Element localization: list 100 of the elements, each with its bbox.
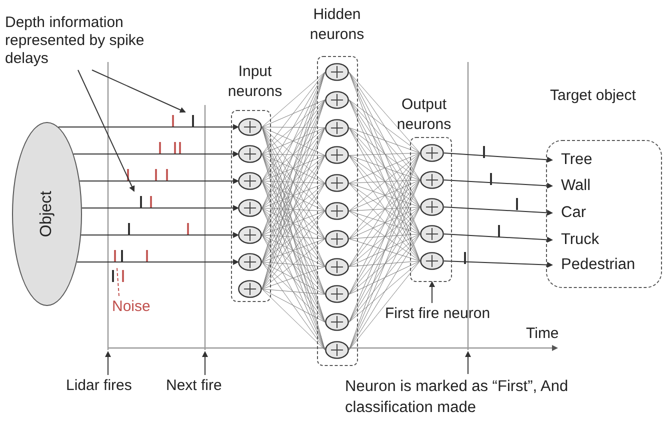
- arrow: [444, 234, 553, 243]
- connection-line: [262, 72, 326, 154]
- connection-line: [348, 210, 420, 262]
- neuron-circle: [325, 118, 349, 137]
- connection-line: [348, 127, 420, 208]
- leader-line: [465, 351, 471, 374]
- arrow: [58, 124, 239, 130]
- class-label: Pedestrian: [552, 255, 652, 275]
- neuron-circle: [325, 202, 349, 220]
- connection-line: [348, 127, 420, 180]
- class-label: Truck: [552, 230, 652, 250]
- connection-line: [348, 260, 420, 350]
- annotation-text: Next fire: [166, 377, 246, 397]
- connection-line: [262, 154, 326, 156]
- connection-line: [348, 206, 420, 350]
- connection-line: [348, 180, 420, 295]
- connection-line: [348, 72, 420, 180]
- connection-line: [348, 238, 420, 262]
- connection-line: [262, 238, 326, 262]
- connection-line: [262, 262, 326, 322]
- connection-line: [348, 152, 420, 295]
- object-label: Object: [38, 190, 56, 238]
- neuron-circle: [325, 313, 349, 332]
- neuron-circle: [238, 172, 262, 190]
- connection-line: [262, 72, 326, 208]
- connection-line: [348, 127, 420, 234]
- class-label: Car: [552, 203, 652, 223]
- connection-line: [262, 234, 326, 267]
- neuron-circle: [325, 90, 349, 109]
- connection-line: [348, 206, 420, 267]
- connection-line: [262, 288, 326, 295]
- connection-line: [262, 208, 326, 322]
- connection-line: [348, 206, 420, 322]
- connection-line: [348, 234, 420, 322]
- neuron-circle: [325, 285, 349, 304]
- neuron-circle: [325, 230, 349, 248]
- connection-line: [348, 234, 420, 350]
- axis-label: Time: [526, 325, 559, 343]
- connection-line: [262, 100, 326, 154]
- connection-line: [262, 72, 326, 128]
- neuron-circle: [420, 171, 444, 189]
- connection-line: [348, 260, 420, 267]
- arrow: [444, 260, 553, 268]
- leader-line: [429, 281, 435, 304]
- neuron-circle: [238, 145, 262, 163]
- connection-line: [262, 100, 326, 236]
- connection-line: [348, 210, 420, 234]
- connection-line: [262, 180, 326, 184]
- connection-line: [262, 208, 326, 212]
- layer-title: Hidden neurons: [308, 5, 366, 45]
- leader-line: [105, 351, 111, 376]
- connection-line: [348, 72, 420, 154]
- connection-line: [262, 100, 326, 128]
- connection-line: [348, 152, 420, 156]
- neuron-circle: [238, 199, 262, 217]
- layer-title: Output neurons: [396, 95, 452, 135]
- arrow: [444, 180, 553, 189]
- neuron-circle: [420, 144, 444, 162]
- annotation-text: Depth information represented by spike delays: [5, 14, 173, 70]
- connection-line: [348, 100, 420, 180]
- arrow: [81, 205, 239, 211]
- neuron-circle: [238, 226, 262, 244]
- connection-line: [262, 180, 326, 322]
- connection-line: [348, 100, 420, 234]
- connection-line: [348, 206, 420, 212]
- neuron-circle: [325, 63, 349, 81]
- annotation-text: First fire neuron: [385, 305, 525, 325]
- connection-line: [262, 234, 326, 322]
- neuron-circle: [420, 225, 444, 243]
- connection-line: [262, 72, 326, 182]
- connection-line: [348, 180, 420, 184]
- annotation-text: Neuron is marked as “First”, And classification made: [345, 376, 595, 420]
- arrow: [79, 178, 239, 184]
- connection-line: [262, 288, 326, 322]
- leader-line: [116, 268, 120, 296]
- connection-line: [262, 262, 326, 350]
- neuron-circle: [420, 198, 444, 216]
- connection-line: [262, 234, 326, 295]
- connection-line: [262, 234, 326, 350]
- leader-line: [202, 351, 208, 376]
- annotation-text: Lidar fires: [66, 377, 156, 397]
- neuron-circle: [420, 252, 444, 270]
- connection-line: [348, 260, 420, 322]
- neuron-circle: [238, 118, 262, 136]
- connection-line: [348, 234, 420, 295]
- connection-line: [262, 100, 326, 208]
- neuron-circle: [238, 253, 262, 271]
- connection-line: [262, 234, 326, 240]
- neuron-circle: [238, 280, 262, 298]
- connection-line: [262, 262, 326, 267]
- annotation-text: Noise: [112, 298, 162, 318]
- layer-title: Input neurons: [226, 62, 284, 102]
- neuron-circle: [325, 341, 349, 359]
- leader-line: [78, 70, 135, 192]
- connection-line: [348, 72, 420, 208]
- arrow: [76, 259, 239, 265]
- connection-line: [348, 127, 420, 262]
- neuron-circle: [325, 146, 349, 164]
- connection-line: [262, 266, 326, 290]
- class-label: Tree: [552, 150, 652, 170]
